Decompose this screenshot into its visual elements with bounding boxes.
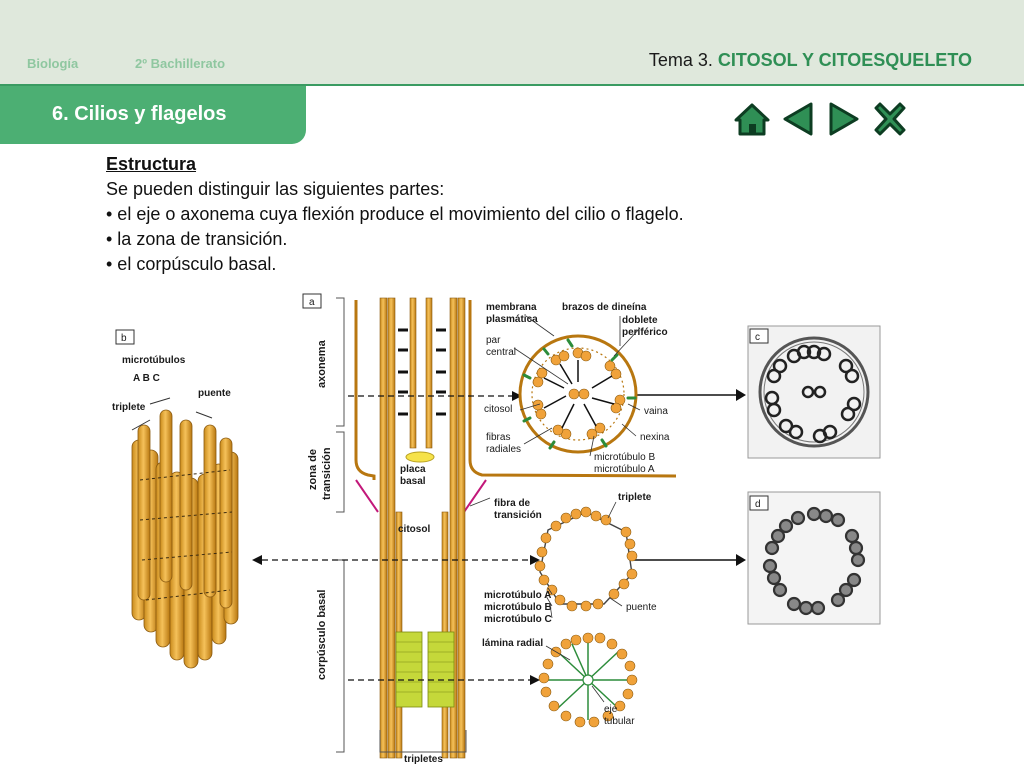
header-band [0, 0, 1024, 84]
cilia-structure-diagram: b microtúbulos A B C triplete puente a a… [112, 293, 881, 765]
bullet-basal-body: • el corpúsculo basal. [106, 254, 277, 274]
label-corpusculo-basal: corpúsculo basal [316, 590, 328, 680]
bullet-axonema: • el eje o axonema cuya flexión produce … [106, 204, 684, 224]
label-lamina-radial: lámina radial [482, 638, 543, 649]
label-tripletes: tripletes [404, 754, 443, 765]
panel-c-box [749, 328, 769, 344]
topic-name: CITOSOL Y CITOESQUELETO [717, 50, 972, 70]
content-heading: Estructura [106, 154, 197, 174]
label-fibras: fibras [486, 432, 510, 443]
label-puente-a: puente [626, 602, 657, 613]
leader-lines-top [513, 315, 641, 457]
section-tab: 6. Cilios y flagelos [0, 86, 306, 144]
label-triplete-b: triplete [112, 402, 146, 413]
basal-body-cylinder [131, 397, 239, 669]
label-citosol-a: citosol [398, 524, 430, 535]
section-arrows [262, 395, 530, 681]
label-doblete: doblete [622, 315, 658, 326]
label-axonema: axonema [316, 339, 328, 388]
leader-lines-bottom [545, 645, 605, 703]
label-transicion-fibra: transición [494, 510, 542, 521]
plasma-membrane-right [468, 300, 677, 478]
micrograph-c-content [758, 336, 870, 448]
topic-prefix: Tema 3. [648, 50, 713, 70]
panel-b-box [115, 329, 135, 345]
plasma-membrane-left [354, 300, 376, 480]
home-icon[interactable] [732, 100, 772, 138]
label-par: par [486, 335, 501, 346]
label-microtubulo-A: microtúbulo A [484, 590, 551, 601]
panel-c-letter: c [755, 332, 760, 343]
triangle-left-icon[interactable] [778, 100, 818, 138]
section-title: 6. Cilios y flagelos [52, 103, 227, 125]
label-placa: placa [400, 464, 426, 475]
label-membrana: membrana [486, 302, 537, 313]
label-zona-de: zona de [307, 449, 319, 490]
label-plasmatica: plasmática [486, 314, 538, 325]
label-central: central [486, 347, 516, 358]
content-intro: Se pueden distinguir las siguientes part… [106, 179, 445, 199]
panel-d-label: d [755, 499, 761, 510]
triangle-right-icon[interactable] [824, 100, 864, 138]
label-vaina: vaina [644, 406, 668, 417]
panel-d-box [749, 495, 769, 511]
label-microtubulos: microtúbulos [122, 355, 186, 366]
panel-a-label: a [309, 297, 315, 308]
solid-arrow-heads [736, 389, 746, 566]
label-microtubulo-B-top: microtúbulo B [594, 452, 655, 463]
label-periferico: periférico [622, 327, 668, 338]
micrograph-d-content [762, 506, 866, 616]
label-puente-b: puente [198, 388, 231, 399]
label-triplete-a: triplete [618, 492, 652, 503]
label-radiales: radiales [486, 444, 521, 455]
label-basal: basal [400, 476, 426, 487]
label-abc: A B C [133, 373, 160, 384]
cartwheel-cross-section [538, 632, 638, 728]
label-fibra-de: fibra de [494, 498, 531, 509]
subject-label: Biología [27, 56, 79, 71]
label-microtubulo-C: microtúbulo C [484, 614, 552, 625]
bullet-transition: • la zona de transición. [106, 229, 288, 249]
solid-arrows [632, 394, 736, 561]
nav-bar [732, 100, 910, 140]
course-label: 2º Bachillerato [135, 56, 226, 71]
label-microtubulo-B: microtúbulo B [484, 602, 552, 613]
label-transicion: transición [321, 447, 333, 500]
topic-title: Tema 3. CITOSOL Y CITOESQUELETO [649, 50, 972, 71]
x-close-icon[interactable] [870, 100, 910, 138]
label-microtubulo-A-top: microtúbulo A [594, 464, 655, 475]
leader-lines-mid [469, 497, 623, 619]
label-nexina: nexina [640, 432, 670, 443]
label-tubular: tubular [604, 716, 635, 727]
axoneme-cross-section [518, 334, 638, 454]
region-brackets [336, 297, 345, 753]
transition-cross-section [534, 506, 638, 612]
label-citosol: citosol [484, 404, 512, 415]
content-text: Estructura Se pueden distinguir las sigu… [106, 152, 906, 277]
header-divider [0, 84, 1024, 86]
transition-fibers [355, 479, 487, 513]
label-brazos-dineina: brazos de dineína [562, 302, 647, 313]
axoneme-tubes [379, 297, 467, 759]
panel-a-box [302, 293, 322, 309]
label-eje: eje [604, 704, 618, 715]
panel-b-label: b [121, 333, 127, 344]
